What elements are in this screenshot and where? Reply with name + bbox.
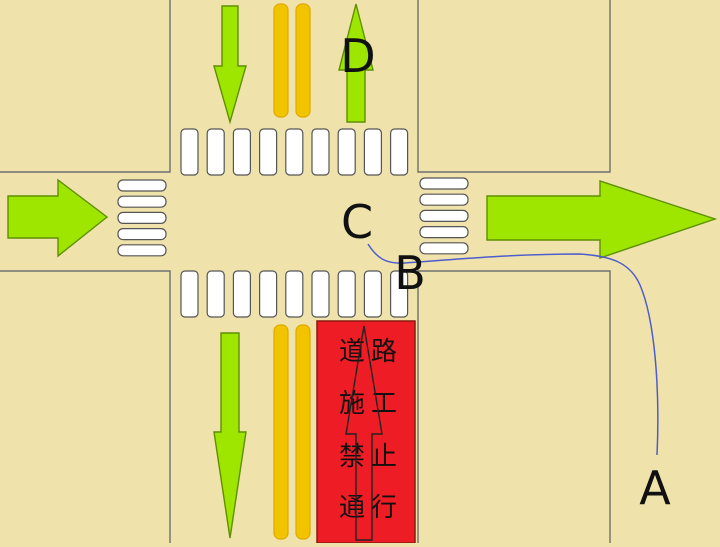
sign-right-4: 行: [371, 493, 397, 523]
crosswalk-stripe: [419, 242, 469, 255]
crosswalk-stripe: [206, 270, 225, 318]
crosswalk-stripe: [117, 195, 167, 208]
sign-left-3: 禁: [339, 442, 365, 472]
crosswalk-east: [419, 177, 469, 255]
crosswalk-stripe: [419, 209, 469, 222]
road-edges: [0, 0, 611, 543]
crosswalk-stripe: [285, 128, 304, 176]
crosswalk-stripe: [117, 179, 167, 192]
label-c: C: [341, 195, 373, 249]
crosswalk-stripe: [311, 270, 330, 318]
arrow-up-icon: [338, 3, 374, 123]
crosswalk-stripe: [311, 128, 330, 176]
route-line: [367, 243, 659, 456]
crosswalk-stripe: [117, 228, 167, 241]
center-line-south: [273, 324, 311, 540]
sign-left-2: 施: [339, 389, 365, 419]
crosswalk-stripe: [419, 177, 469, 190]
crosswalk-stripe: [390, 270, 409, 318]
crosswalk-stripe: [259, 270, 278, 318]
crosswalk-stripe: [232, 270, 251, 318]
crosswalk-stripe: [117, 244, 167, 257]
crosswalk-stripe: [259, 128, 278, 176]
block-top-left-edge: [0, 0, 171, 173]
traffic-arrows: [7, 3, 718, 539]
arrow-down-icon: [213, 5, 247, 125]
arrow-right-icon: [7, 178, 109, 258]
crosswalk-stripe: [337, 128, 356, 176]
crosswalk-stripe: [180, 128, 199, 176]
label-a: A: [639, 461, 671, 515]
crosswalk-stripe: [117, 211, 167, 224]
crosswalk-stripe: [285, 270, 304, 318]
sign-left-4: 通: [339, 493, 365, 523]
crosswalk-stripe: [390, 128, 409, 176]
label-d: D: [340, 29, 375, 83]
block-bottom-left-edge: [0, 270, 171, 543]
crosswalk-stripe: [232, 128, 251, 176]
arrow-up-outline-icon: [345, 325, 383, 541]
crosswalk-north: [180, 128, 409, 176]
center-line-north: [273, 3, 311, 118]
arrow-right-icon: [486, 180, 718, 259]
crosswalk-stripe: [363, 128, 382, 176]
crosswalk-stripe: [419, 193, 469, 206]
block-bottom-right-edge: [417, 270, 611, 543]
arrow-down-icon: [213, 332, 247, 539]
point-labels: A B C D: [340, 29, 671, 515]
crosswalk-west: [117, 179, 167, 257]
construction-text: 道 路 施 工 禁 止 通 行: [339, 337, 397, 523]
sign-right-1: 路: [371, 337, 397, 367]
crosswalk-stripe: [363, 270, 382, 318]
crosswalk-stripe: [419, 226, 469, 239]
crosswalk-stripe: [337, 270, 356, 318]
label-b: B: [394, 246, 426, 300]
sign-right-3: 止: [371, 442, 397, 472]
crosswalk-south: [180, 270, 409, 318]
block-top-right-edge: [417, 0, 611, 173]
construction-zone: [316, 320, 416, 544]
crosswalk-stripe: [206, 128, 225, 176]
crosswalk-stripe: [180, 270, 199, 318]
